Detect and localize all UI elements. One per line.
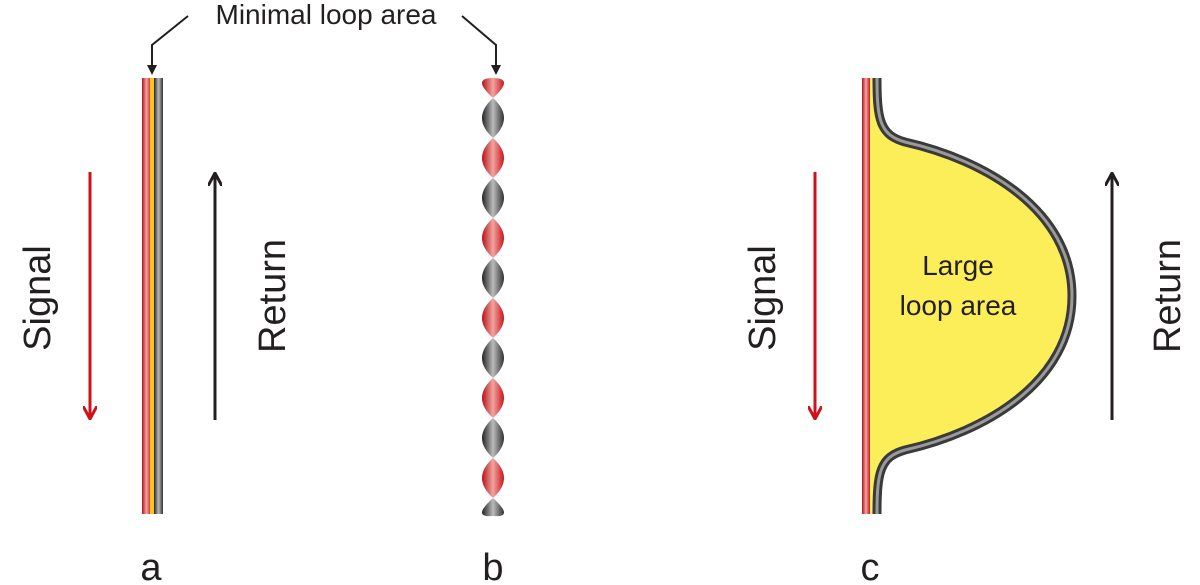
signal-strand-segment — [482, 78, 504, 98]
signal-strand-segment — [482, 298, 504, 338]
return-label-a: Return — [252, 239, 294, 353]
signal-strand-segment — [482, 218, 504, 258]
return-wire-c-highlight — [875, 77, 1074, 515]
signal-label-a: Signal — [17, 245, 59, 351]
parallel-wire-pair — [142, 78, 163, 514]
panel-letter-c: c — [861, 547, 880, 585]
signal-label-c: Signal — [742, 245, 784, 351]
large-loop-label-line1: Large — [922, 250, 994, 281]
return-label-c: Return — [1147, 239, 1189, 353]
return-strand-segment — [482, 338, 504, 378]
panel-letter-a: a — [140, 547, 162, 585]
large-loop-area — [870, 78, 1072, 514]
signal-strand-segment — [482, 138, 504, 178]
return-strand-segment — [482, 178, 504, 218]
signal-strand-segment — [482, 378, 504, 418]
signal-strand-segment — [482, 458, 504, 498]
callout-arrow-a — [147, 15, 189, 75]
panel-letter-b: b — [482, 547, 503, 585]
twisted-wire-pair — [482, 78, 504, 517]
return-strand-segment — [482, 258, 504, 298]
minimal-loop-area-label: Minimal loop area — [216, 0, 437, 30]
return-strand-segment — [482, 498, 504, 517]
return-strand-segment — [482, 418, 504, 458]
large-loop-label-line2: loop area — [900, 290, 1017, 321]
signal-wire-c — [862, 78, 870, 514]
return-strand-segment — [482, 98, 504, 138]
callout-arrow-b — [461, 15, 501, 75]
